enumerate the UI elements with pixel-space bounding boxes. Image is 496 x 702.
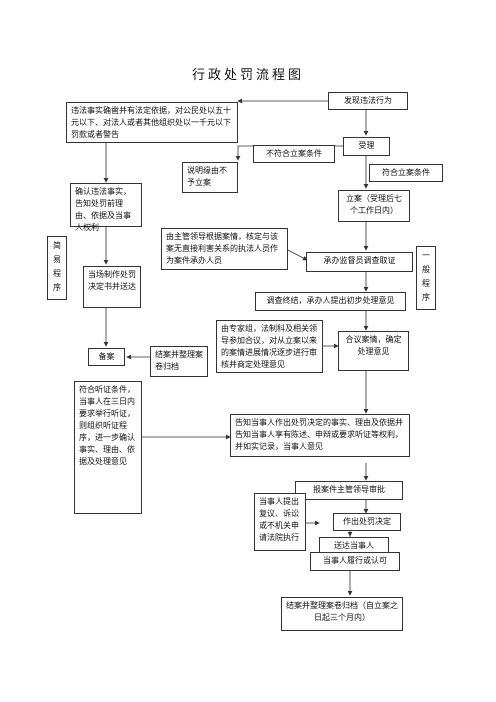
node-perform: 当事人履行或认可 [310, 552, 400, 571]
node-simple-condition: 违法事实确凿并有法定依据，对公民处以五十元以下、对法人或者其他组织处以一千元以下… [66, 102, 238, 143]
label-simple-procedure: 简易程序 [47, 236, 67, 300]
node-explain: 说明缘由不予立案 [182, 162, 238, 193]
node-approve: 报案件主管领导审批 [295, 481, 403, 500]
node-discover: 发现违法行为 [328, 92, 408, 110]
node-not-meet: 不符合立案条件 [253, 145, 335, 163]
node-notify: 告知当事人作出处罚决定的事实、理由及依据并告知当事人享有陈述、申辩或要求听证等权… [230, 414, 410, 457]
node-filing: 立案（受理后七个工作日内） [338, 190, 410, 222]
node-accept: 受理 [343, 137, 390, 156]
page-title: 行政处罚流程图 [191, 68, 304, 83]
node-record: 备案 [88, 348, 125, 366]
node-investigate: 承办监督员调查取证 [306, 252, 413, 272]
node-finish-investigation: 调查终结，承办人提出初步处理意见 [255, 292, 406, 311]
node-final: 结案并整理案卷归档（自立案之日起三个月内） [281, 597, 403, 631]
label-general-procedure: 一般程序 [416, 246, 436, 310]
node-collegial: 合议案情，确定处理意见 [338, 331, 409, 371]
node-hearing: 符合听证条件，当事人在三日内要求举行听证，则组织听证程序，进一步确认事实、理由、… [74, 381, 142, 514]
node-onsite: 当场制作处罚决定书并送达 [83, 266, 141, 308]
node-confirm: 确认违法事实，告知处罚前理由、依据及当事人权利 [70, 183, 142, 232]
node-decide: 作出处罚决定 [333, 513, 401, 531]
node-appeal: 当事人提出复议、诉讼或不机关申请法院执行 [254, 493, 306, 551]
node-expert: 由专家组，法制科及相关领导参加合议，对从立案以来的案情进展情况逐步进行审核并商定… [216, 320, 323, 373]
node-assign: 由主管领导根据案情，核定与该案无直接利害关系的执法人员作为案件承办人员 [161, 228, 288, 270]
node-close-archive: 结案并整理案卷归档 [150, 346, 208, 377]
node-meet: 符合立案条件 [369, 164, 443, 182]
